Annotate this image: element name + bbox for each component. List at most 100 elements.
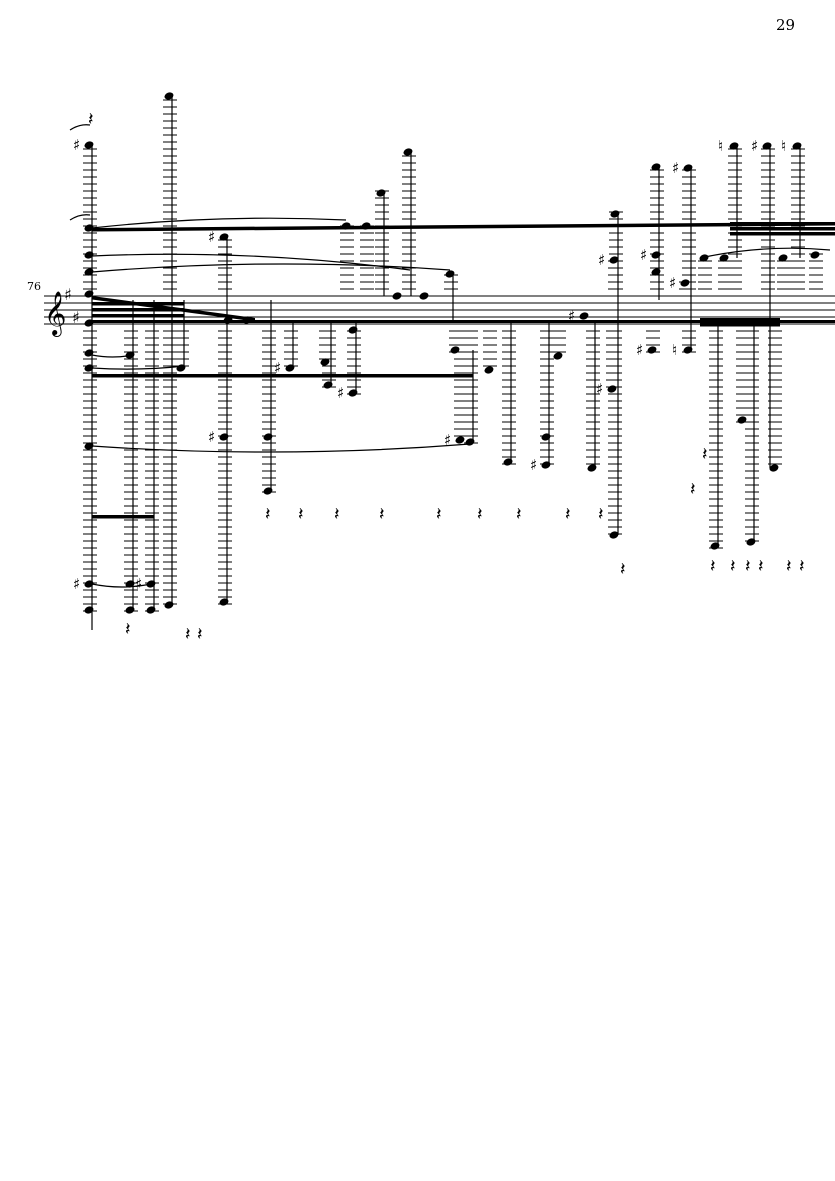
notehead-icon	[729, 142, 739, 150]
notehead-icon	[125, 351, 135, 359]
notehead-icon	[792, 142, 802, 150]
rest-icon: 𝄽	[690, 479, 696, 500]
notehead-icon	[84, 606, 94, 614]
notehead-icon	[164, 92, 174, 100]
beam	[92, 320, 835, 323]
notehead-icon	[609, 531, 619, 539]
notehead-icon	[125, 606, 135, 614]
beam	[730, 232, 835, 236]
notehead-icon	[484, 366, 494, 374]
notehead-icon	[651, 268, 661, 276]
notehead-icon	[146, 580, 156, 588]
notehead-icon	[403, 148, 413, 156]
notehead-icon	[263, 487, 273, 495]
sharp-icon: ♯	[274, 359, 281, 377]
notehead-icon	[445, 270, 455, 278]
notehead-icon	[348, 326, 358, 334]
sharp-icon: ♯	[444, 431, 451, 449]
rest-icon: 𝄽	[265, 504, 271, 525]
rest-icon: 𝄽	[436, 504, 442, 525]
notehead-icon	[219, 598, 229, 606]
notehead-icon	[683, 164, 693, 172]
notehead-icon	[376, 189, 386, 197]
tie	[699, 247, 831, 259]
beam	[92, 302, 184, 306]
tie	[69, 214, 91, 221]
sharp-icon: ♯	[672, 159, 679, 177]
natural-icon: ♮	[672, 341, 677, 359]
rest-icon: 𝄽	[758, 556, 764, 577]
measure-number: 76	[27, 280, 41, 293]
rests: 𝄽𝄽𝄽𝄽𝄽𝄽𝄽𝄽𝄽𝄽𝄽𝄽𝄽𝄽𝄽𝄽𝄽𝄽𝄽𝄽𝄽𝄽	[88, 109, 805, 645]
beam	[133, 515, 154, 519]
beam	[730, 222, 835, 226]
tie	[91, 365, 186, 370]
notehead-icon	[579, 312, 589, 320]
rest-icon: 𝄽	[298, 504, 304, 525]
beam	[700, 323, 780, 327]
notehead-icon	[84, 364, 94, 372]
ledger-lines	[83, 99, 823, 612]
rest-icon: 𝄽	[565, 504, 571, 525]
notehead-icon	[541, 461, 551, 469]
natural-icon: ♮	[718, 137, 723, 155]
rest-icon: 𝄽	[88, 109, 94, 130]
beam	[92, 222, 835, 232]
sharp-icon: ♯	[568, 307, 575, 325]
notehead-icon	[719, 254, 729, 262]
notehead-icon	[84, 224, 94, 232]
notehead-icon	[164, 601, 174, 609]
sharp-icon: ♯	[208, 228, 215, 246]
rest-icon: 𝄽	[702, 444, 708, 465]
rest-icon: 𝄽	[516, 504, 522, 525]
notehead-icon	[609, 256, 619, 264]
beam	[92, 515, 133, 519]
rest-icon: 𝄽	[710, 556, 716, 577]
tie	[91, 263, 451, 273]
notehead-icon	[651, 163, 661, 171]
tie	[91, 583, 152, 588]
key-sharp-icon: ♯	[64, 285, 72, 304]
notehead-icon	[84, 349, 94, 357]
notehead-icon	[610, 210, 620, 218]
sharp-icon: ♯	[530, 456, 537, 474]
notehead-icon	[323, 381, 333, 389]
rest-icon: 𝄽	[786, 556, 792, 577]
treble-clef-icon: 𝄞	[44, 291, 66, 337]
notehead-icon	[503, 458, 513, 466]
notehead-icon	[285, 364, 295, 372]
notehead-icon	[146, 606, 156, 614]
noteheads	[84, 92, 820, 614]
notehead-icon	[361, 222, 371, 230]
rest-icon: 𝄽	[477, 504, 483, 525]
notehead-icon	[84, 290, 94, 298]
notehead-icon	[746, 538, 756, 546]
sharp-icon: ♯	[640, 246, 647, 264]
notehead-icon	[699, 254, 709, 262]
notehead-icon	[84, 319, 94, 327]
notehead-icon	[263, 433, 273, 441]
notehead-icon	[587, 464, 597, 472]
sharp-icon: ♯	[73, 575, 80, 593]
beam	[92, 308, 184, 312]
beam	[730, 227, 835, 231]
sharp-icon: ♯	[337, 384, 344, 402]
notehead-icon	[553, 352, 563, 360]
sharp-icon: ♯	[598, 251, 605, 269]
page-number: 29	[776, 16, 796, 34]
rest-icon: 𝄽	[379, 504, 385, 525]
notehead-icon	[392, 292, 402, 300]
rest-icon: 𝄽	[185, 624, 191, 645]
tie	[91, 443, 471, 453]
tie	[91, 217, 347, 229]
rest-icon: 𝄽	[799, 556, 805, 577]
notehead-icon	[651, 251, 661, 259]
notehead-icon	[778, 254, 788, 262]
notehead-icon	[84, 251, 94, 259]
sharp-icon: ♯	[669, 274, 676, 292]
notehead-icon	[762, 142, 772, 150]
notehead-icon	[737, 416, 747, 424]
notehead-icon	[450, 346, 460, 354]
notehead-icon	[84, 580, 94, 588]
